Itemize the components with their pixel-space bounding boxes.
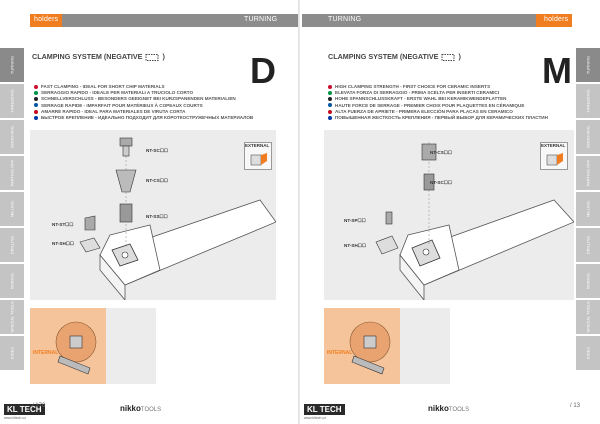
- side-tab[interactable]: PARTING OFF: [0, 156, 24, 190]
- feature-list: FAST CLAMPING - IDEAL FOR SHORT CHIP MAT…: [34, 84, 253, 121]
- header-left-text: TURNING: [328, 16, 362, 23]
- side-tab[interactable]: THREADING: [576, 84, 600, 118]
- kltech-logo: KL TECH: [4, 404, 45, 415]
- header-tab-holders: [30, 14, 62, 27]
- part-label: NT-CS☐☐: [430, 150, 453, 155]
- flag-icon: [34, 90, 38, 95]
- part-label: NT-SC☐☐: [430, 180, 453, 185]
- feature-item: ALTA FUERZA DE APRIETE - PRIMERA ELECCIÓ…: [328, 109, 548, 115]
- nikko-logo: nikkoTOOLS: [428, 404, 470, 413]
- side-tab[interactable]: SPECIAL TOOLS: [576, 300, 600, 334]
- external-label: EXTERNAL: [541, 143, 566, 148]
- internal-panel-bg: [400, 308, 450, 384]
- side-tab[interactable]: DRILLING: [576, 228, 600, 262]
- part-label: NT-SH☐☐: [52, 241, 75, 246]
- page-number: / 13: [570, 403, 581, 409]
- external-label: EXTERNAL: [245, 143, 270, 148]
- boring-bar-icon: [55, 321, 97, 375]
- feature-item: HAUTE FORCE DE SERRAGE - PREMIER CHOIX P…: [328, 103, 548, 109]
- side-tab[interactable]: SPECIAL TOOLS: [0, 300, 24, 334]
- part-label: NT-SP☐☐: [344, 218, 366, 223]
- side-tab[interactable]: PARTING OFF: [576, 156, 600, 190]
- side-tabs: TURNING THREADING GROOVING PARTING OFF M…: [576, 48, 600, 372]
- flag-icon: [328, 84, 332, 89]
- external-holder-icon: [250, 153, 267, 166]
- flag-icon: [34, 115, 38, 120]
- exploded-diagram: [30, 130, 276, 300]
- side-tabs: TURNING THREADING GROOVING PARTING OFF M…: [0, 48, 24, 372]
- external-thumbnail: [244, 142, 272, 170]
- side-tab[interactable]: MILLING: [576, 192, 600, 226]
- feature-item: FAST CLAMPING - IDEAL FOR SHORT CHIP MAT…: [34, 84, 253, 90]
- side-tab[interactable]: THREADING: [0, 84, 24, 118]
- feature-list: HIGH CLAMPING STRENGTH - FIRST CHOICE FO…: [328, 84, 548, 121]
- side-tab[interactable]: DRILLING: [0, 228, 24, 262]
- right-page: TURNING holders TURNING THREADING GROOVI…: [300, 0, 600, 424]
- internal-label: INTERNAL: [33, 350, 59, 356]
- feature-item: SCHNELLVERSCHLUSS - BESONDERS GEEIGNET B…: [34, 96, 253, 102]
- feature-item: SERRAGE RAPIDE - IMPARFAIT POUR MATÉRIEU…: [34, 103, 253, 109]
- header-left-text: holders: [34, 16, 59, 23]
- side-tab[interactable]: BORING: [0, 264, 24, 298]
- flag-icon: [34, 103, 38, 108]
- external-thumbnail: [540, 142, 568, 170]
- part-label: NT-SC☐☐: [146, 148, 169, 153]
- internal-label: INTERNAL: [327, 350, 353, 356]
- part-label: NT-SS☐☐: [146, 214, 168, 219]
- holder-drawing: [79, 137, 276, 300]
- feature-item: SERRAGGIO RAPIDO - IDEALE PER MATERIALI …: [34, 90, 253, 96]
- feature-item: ПОВЫШЕННАЯ ЖЕСТКОСТЬ КРЕПЛЕНИЯ - ПЕРВЫЙ …: [328, 115, 548, 121]
- external-holder-icon: [546, 153, 563, 166]
- flag-icon: [328, 115, 332, 120]
- header-band: [302, 14, 572, 27]
- nikko-logo: nikkoTOOLS: [120, 404, 162, 413]
- side-tab[interactable]: MILLING: [0, 192, 24, 226]
- internal-panel: [324, 308, 400, 384]
- side-tab[interactable]: GROOVING: [576, 120, 600, 154]
- side-tab[interactable]: TURNING: [576, 48, 600, 82]
- part-label: NT-ST☐☐: [52, 222, 74, 227]
- flag-icon: [34, 97, 38, 102]
- flag-icon: [328, 109, 332, 114]
- feature-item: AMARRE RAPIDO - IDEAL PARA MATERIALES DE…: [34, 109, 253, 115]
- header-right-text: TURNING: [244, 16, 278, 23]
- clamping-letter: D: [250, 50, 276, 91]
- flag-icon: [34, 84, 38, 89]
- kltech-logo: KL TECH: [304, 404, 345, 415]
- feature-item: ELEVATA FORZA DI SERRAGGIO - PRIMA SCELT…: [328, 90, 548, 96]
- side-tab[interactable]: INDEX: [576, 336, 600, 370]
- header-right-text: holders: [544, 16, 569, 23]
- flag-icon: [34, 109, 38, 114]
- kltech-url: www.kltech.cz: [4, 416, 26, 420]
- kltech-url: www.kltech.cz: [304, 416, 326, 420]
- exploded-diagram: [324, 130, 574, 300]
- flag-icon: [328, 97, 332, 102]
- flag-icon: [328, 90, 332, 95]
- side-tab[interactable]: BORING: [576, 264, 600, 298]
- page-number: / 170: [32, 403, 46, 409]
- part-label: NT-CS☐☐: [146, 178, 169, 183]
- part-label: NT-SH☐☐: [344, 243, 367, 248]
- page-title: CLAMPING SYSTEM (NEGATIVE ): [32, 52, 165, 61]
- holder-drawing: [375, 142, 574, 300]
- side-tab[interactable]: GROOVING: [0, 120, 24, 154]
- internal-panel: [30, 308, 106, 384]
- side-tab[interactable]: INDEX: [0, 336, 24, 370]
- page-title: CLAMPING SYSTEM (NEGATIVE ): [328, 52, 461, 61]
- side-tab[interactable]: TURNING: [0, 48, 24, 82]
- header-band: [30, 14, 298, 27]
- header-tab-holders: [536, 14, 572, 27]
- flag-icon: [328, 103, 332, 108]
- clamping-letter: M: [542, 50, 572, 91]
- feature-item: БЫСТРОЕ КРЕПЛЕНИЕ - ИДЕАЛЬНО ПОДХОДИТ ДЛ…: [34, 115, 253, 121]
- insert-shape-icon: [145, 53, 159, 61]
- feature-item: HIGH CLAMPING STRENGTH - FIRST CHOICE FO…: [328, 84, 548, 90]
- insert-shape-icon: [441, 53, 455, 61]
- boring-bar-icon: [349, 321, 391, 375]
- feature-item: HOHE SPANNSCHLUSSKRAFT - ERSTE WAHL BEI …: [328, 96, 548, 102]
- internal-panel-bg: [106, 308, 156, 384]
- left-page: holders TURNING TURNING THREADING GROOVI…: [0, 14, 298, 420]
